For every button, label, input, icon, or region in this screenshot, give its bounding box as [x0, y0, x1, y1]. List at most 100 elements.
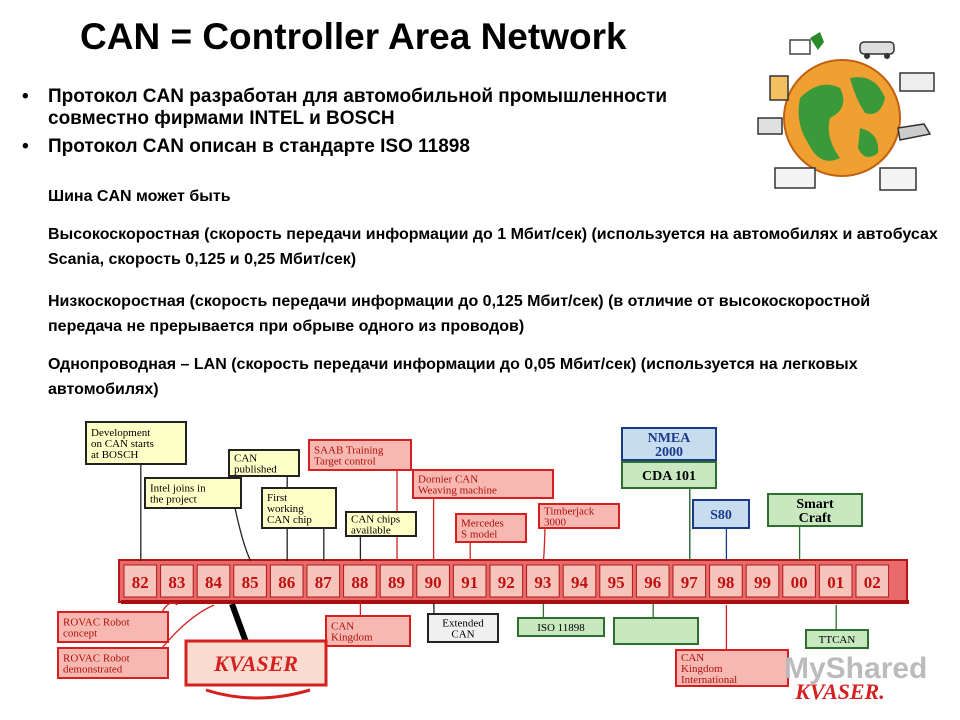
- event-box-frame: [144, 477, 242, 509]
- year-label: 90: [425, 573, 442, 592]
- event-box-frame: [613, 617, 699, 645]
- event-label: the project: [150, 493, 197, 505]
- event-box-frame: [621, 461, 717, 489]
- event-box-frame: [345, 511, 417, 537]
- event-label: Kingdom: [681, 663, 723, 675]
- kvaser-logo-small: KVASER.: [794, 679, 884, 704]
- globe-illustration: [730, 18, 952, 210]
- event-label: Craft: [799, 511, 832, 526]
- event-label: Target control: [314, 455, 376, 467]
- year-label: 97: [681, 573, 699, 592]
- event-box-frame: [675, 649, 789, 687]
- year-label: 82: [132, 573, 149, 592]
- bullet-text: Протокол CAN описан в стандарте ISO 1189…: [48, 136, 470, 157]
- paragraph-lowspeed: Низкоскоростная (скорость передачи инфор…: [48, 293, 871, 335]
- event-box-frame: [767, 493, 863, 527]
- event-label: Dornier CAN: [418, 473, 478, 485]
- year-cell: [160, 564, 194, 598]
- watermark: MyShared: [784, 652, 928, 685]
- event-label: ROVAC Robot: [63, 616, 130, 628]
- event-label: First: [267, 492, 287, 504]
- event-connector: [542, 527, 546, 562]
- year-label: 95: [608, 573, 625, 592]
- event-label: at BOSCH: [91, 449, 138, 461]
- bullet-dot: •: [22, 136, 29, 157]
- event-label: concept: [63, 627, 97, 639]
- year-label: 94: [571, 573, 589, 592]
- event-box-frame: [85, 421, 187, 465]
- event-box-frame: [455, 513, 527, 543]
- event-box-frame: [805, 629, 869, 649]
- event-box: CDA 101: [621, 461, 717, 489]
- event-box-frame: [228, 449, 300, 477]
- event-label: ISO 11898: [537, 622, 585, 634]
- year-label: 89: [388, 573, 405, 592]
- paragraph-singlewire: Однопроводная – LAN (скорость передачи и…: [48, 356, 858, 398]
- event-label: Development: [91, 427, 150, 439]
- year-label: 85: [242, 573, 259, 592]
- event-box: TTCAN: [805, 629, 869, 649]
- event-box-frame: [412, 469, 554, 499]
- event-label: on CAN starts: [91, 438, 154, 450]
- year-label: 83: [168, 573, 185, 592]
- year-label: 00: [791, 573, 808, 592]
- kvaser-logo: KVASER: [184, 602, 328, 700]
- event-label: CAN: [234, 452, 257, 464]
- year-cell: [452, 564, 487, 598]
- event-label: International: [681, 674, 737, 686]
- event-label: working: [267, 503, 304, 515]
- kvaser-logo-text: KVASER: [213, 651, 298, 676]
- event-label: 3000: [544, 516, 567, 528]
- event-label: TTCAN: [819, 634, 856, 646]
- year-label: 88: [351, 573, 368, 592]
- year-cell: [635, 564, 670, 598]
- event-box-frame: [261, 487, 337, 529]
- event-label: Kingdom: [331, 631, 373, 643]
- year-cell: [269, 564, 304, 598]
- year-cell: [745, 564, 780, 598]
- event-label: CAN: [681, 652, 704, 664]
- year-cell: [489, 564, 524, 598]
- event-label: CAN: [451, 628, 474, 640]
- year-label: 86: [278, 573, 295, 592]
- event-box-frame: [325, 615, 411, 647]
- event-box-frame: [621, 427, 717, 461]
- year-cell: [233, 564, 267, 598]
- event-label: Weaving machine: [418, 484, 497, 496]
- event-connector: [161, 602, 178, 613]
- year-label: 91: [461, 573, 478, 592]
- year-cell: [343, 564, 377, 598]
- year-cell: [416, 564, 450, 598]
- year-cell: [599, 564, 633, 598]
- year-label: 99: [754, 573, 771, 592]
- event-label: Smart: [796, 497, 834, 512]
- page-title: CAN = Controller Area Network: [80, 16, 627, 57]
- year-cell: [818, 564, 853, 598]
- year-cell: [306, 564, 341, 598]
- bullet-dot: •: [22, 86, 29, 107]
- year-cell: [672, 564, 707, 598]
- year-cell: [782, 564, 816, 598]
- year-cell: [709, 564, 743, 598]
- event-label: Intel joins in: [150, 482, 206, 494]
- event-label: NMEA: [648, 431, 692, 446]
- event-label: Mercedes: [461, 517, 504, 529]
- paragraph-intro: Шина CAN может быть: [48, 188, 231, 205]
- event-box: S80: [692, 499, 750, 529]
- event-label: CAN: [331, 620, 354, 632]
- year-label: 02: [864, 573, 881, 592]
